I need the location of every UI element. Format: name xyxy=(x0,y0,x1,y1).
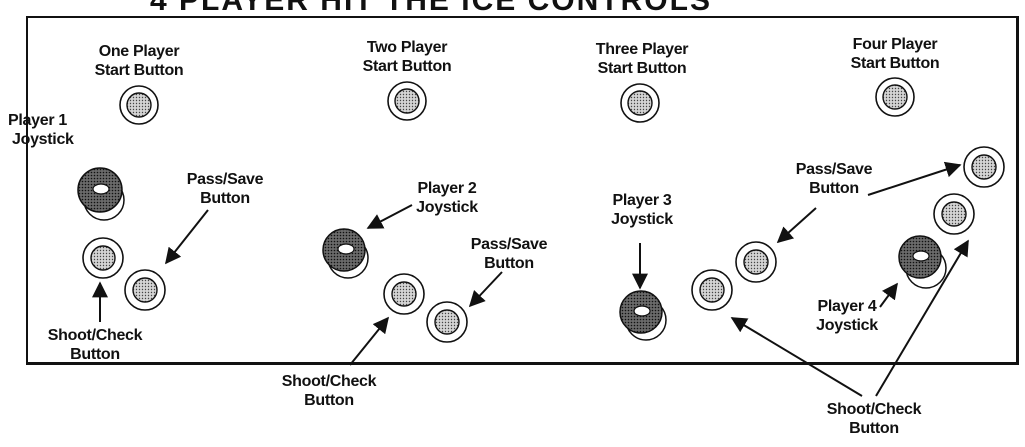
arrow-p4-joystick xyxy=(879,282,898,308)
player1-pass-save-button xyxy=(124,269,166,311)
player1-shoot-check-button xyxy=(82,237,124,279)
two-player-start-button xyxy=(387,81,427,121)
player3-shoot-check-button xyxy=(691,269,733,311)
label-p1-shoot-check: Shoot/Check Button xyxy=(47,327,143,363)
arrow-p4-pass-save-lower xyxy=(776,207,817,244)
three-player-start-button xyxy=(620,83,660,123)
label-player4-joystick: Player 4 Joystick xyxy=(816,298,878,334)
label-player2-joystick: Player 2 Joystick xyxy=(416,180,478,216)
label-p4-pass-save: Pass/Save Button xyxy=(795,161,873,197)
label-p34-shoot-check: Shoot/Check Button xyxy=(826,401,922,437)
player2-joystick xyxy=(322,228,369,279)
four-player-start-button xyxy=(875,77,915,117)
player4-shoot-check-button xyxy=(933,193,975,235)
diagram-title: 4 PLAYER HIT THE ICE CONTROLS xyxy=(150,0,870,16)
arrow-p2-shoot-check xyxy=(349,316,390,366)
label-two-player-start: Two Player Start Button xyxy=(362,39,452,75)
label-four-player-start: Four Player Start Button xyxy=(850,36,940,72)
label-p2-pass-save: Pass/Save Button xyxy=(470,236,548,272)
label-one-player-start: One Player Start Button xyxy=(94,43,184,79)
label-p2-shoot-check: Shoot/Check Button xyxy=(281,373,377,409)
label-p1-pass-save: Pass/Save Button xyxy=(186,171,264,207)
control-panel xyxy=(26,16,1019,365)
player3-pass-save-button xyxy=(735,241,777,283)
player2-shoot-check-button xyxy=(383,273,425,315)
arrow-p1-pass-save xyxy=(165,209,209,265)
arrow-p4-pass-save-upper xyxy=(867,161,962,196)
player4-pass-save-button xyxy=(963,146,1005,188)
callout-arrows xyxy=(92,161,969,397)
label-player3-joystick: Player 3 Joystick xyxy=(611,192,673,228)
player4-joystick xyxy=(898,235,947,289)
arrow-p2-pass-save xyxy=(468,271,503,308)
player3-joystick xyxy=(619,290,667,341)
player2-pass-save-button xyxy=(426,301,468,343)
label-three-player-start: Three Player Start Button xyxy=(595,41,689,77)
arrow-p2-joystick xyxy=(366,204,413,229)
one-player-start-button xyxy=(119,85,159,125)
label-player1-joystick: Player 1 Joystick xyxy=(8,112,74,148)
arrow-shoot-check-p4 xyxy=(875,239,969,397)
arrow-shoot-check-p3 xyxy=(730,317,863,397)
player1-joystick xyxy=(77,167,125,221)
